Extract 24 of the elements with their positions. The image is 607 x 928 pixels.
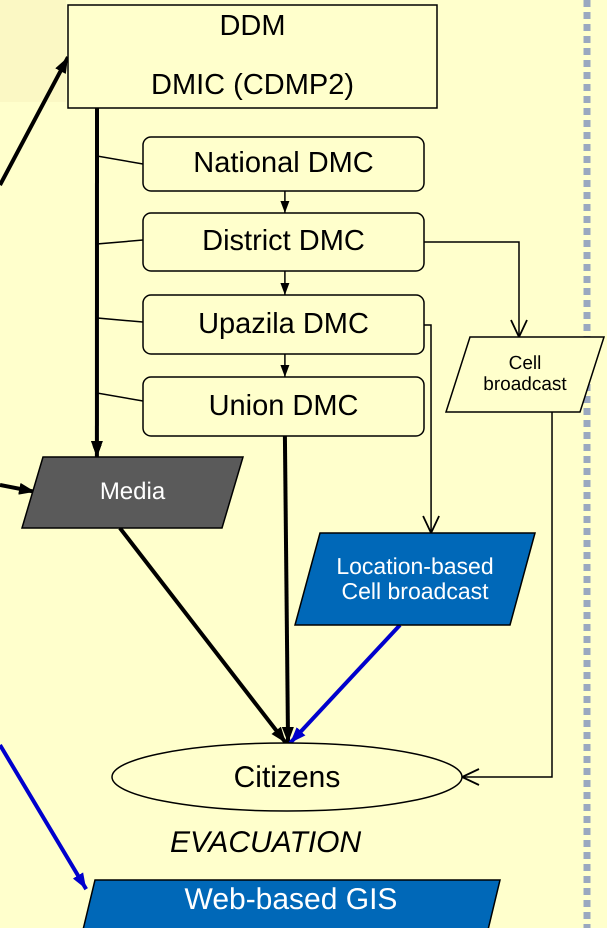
arrow <box>0 56 70 186</box>
node-label: Upazila DMC <box>198 308 369 340</box>
node-label: Cell broadcast <box>482 354 568 396</box>
arrow <box>118 526 288 744</box>
arrow <box>90 108 103 457</box>
arrow <box>282 436 294 744</box>
caption-text: EVACUATION <box>170 826 362 860</box>
node-label: District DMC <box>202 226 365 258</box>
node-label: Web-based GIS <box>184 883 398 916</box>
arrow <box>280 354 290 377</box>
node-label: Location-based Cell broadcast <box>335 554 495 604</box>
arrow <box>422 324 440 534</box>
arrow <box>424 241 528 338</box>
node-label: Union DMC <box>208 390 358 422</box>
node-label: Citizens <box>234 760 340 794</box>
node-label: DDM <box>219 11 286 43</box>
arrow <box>461 412 553 786</box>
arrow <box>0 744 88 890</box>
arrow <box>288 624 402 744</box>
arrow <box>280 191 290 213</box>
node-label: Media <box>100 479 166 506</box>
node-label: National DMC <box>193 148 374 180</box>
node-label: DMIC (CDMP2) <box>151 70 354 102</box>
arrow <box>280 271 290 295</box>
